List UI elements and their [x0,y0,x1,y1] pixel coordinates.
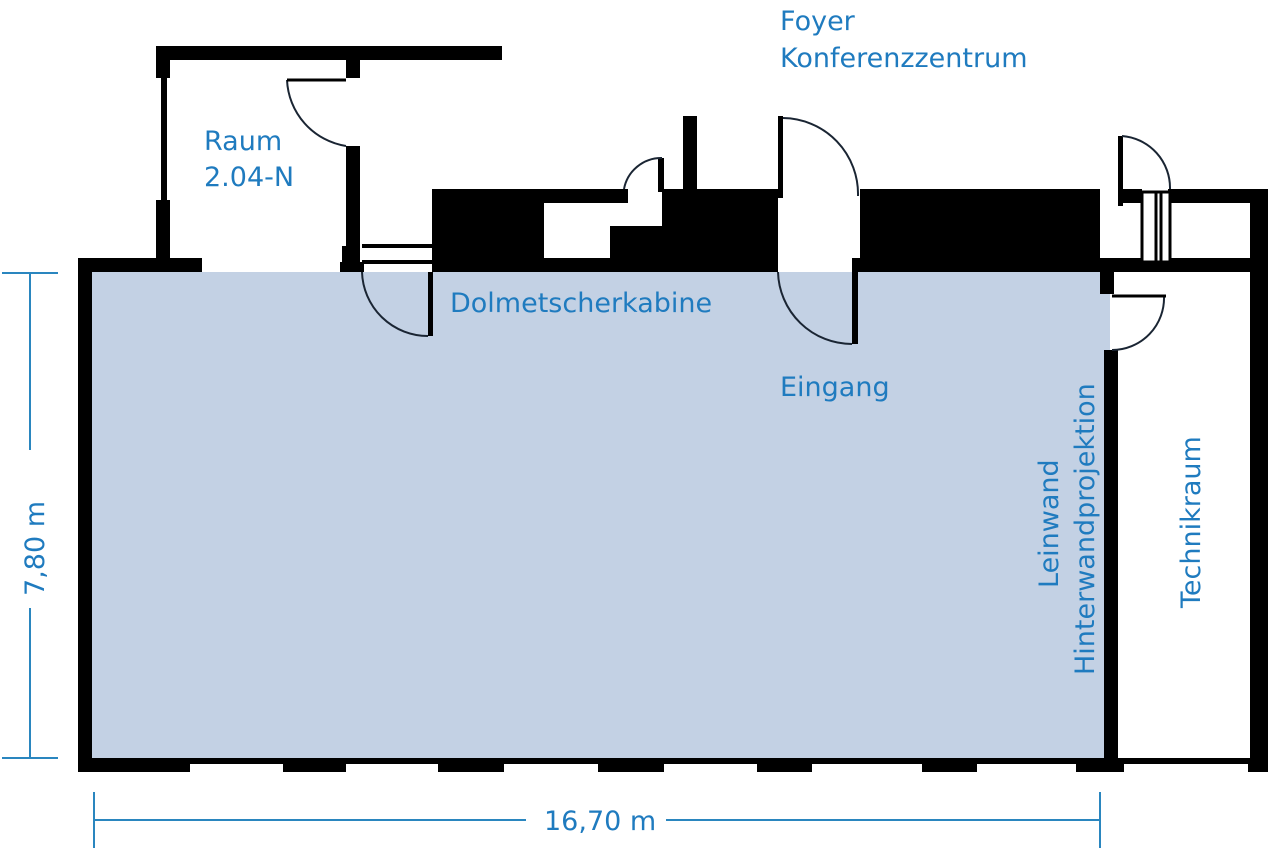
label-height: 7,80 m [20,501,51,596]
door-technik-inner-swing [1111,295,1166,351]
dolmetscher-block [428,116,778,336]
door-dolmetscher-swing [361,271,429,337]
label-leinwand-line1: Leinwand [1034,459,1065,588]
hall-top-wall [340,244,432,272]
label-width: 16,70 m [544,806,656,837]
dimension-height: 7,80 m [2,272,58,759]
label-eingang: Eingang [780,372,890,403]
label-dolmetscherkabine: Dolmetscherkabine [450,288,712,319]
label-leinwand-line2: Hinterwandprojektion [1070,383,1101,675]
label-technikraum: Technikraum [1176,436,1207,609]
label-raum-line2: 2.04-N [204,162,294,193]
hall-outer-walls [78,258,1268,772]
eingang-frame [778,116,1268,770]
label-foyer-line1: Foyer [780,6,856,37]
label-raum-line1: Raum [204,126,282,157]
door-eingang-outer-swing [782,117,860,197]
door-raum-swing [286,79,347,147]
technik-window [1140,190,1172,264]
dimension-width: 16,70 m [93,792,1101,848]
door-kabine-swing [623,156,663,190]
main-hall-area [92,272,1110,758]
door-swings [286,78,1172,351]
door-technik-outer-swing [1121,135,1172,190]
door-eingang-inner-swing [777,271,853,345]
raum-walls [78,46,502,272]
label-foyer-line2: Konferenzzentrum [780,43,1028,74]
